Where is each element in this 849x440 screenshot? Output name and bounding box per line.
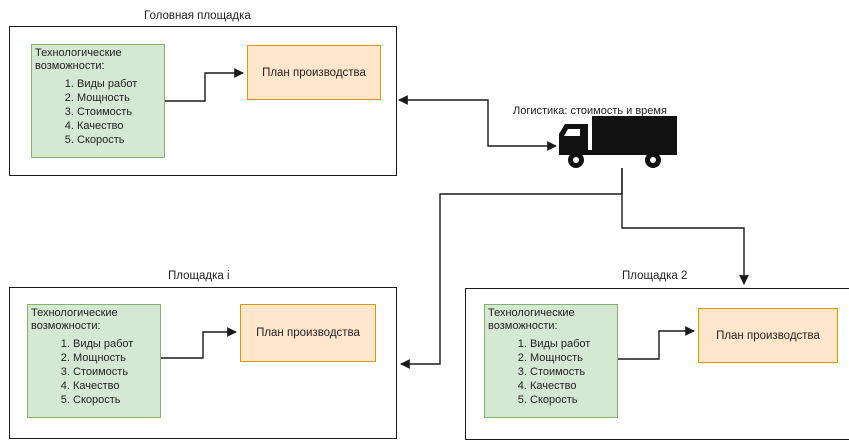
capability-item: Скорость — [77, 133, 161, 147]
capability-item: Качество — [73, 379, 157, 393]
capability-item: Мощность — [77, 91, 161, 105]
head-site-logistics-arrow — [398, 95, 557, 151]
capability-item: Качество — [77, 119, 161, 133]
capability-item: Стоимость — [77, 105, 161, 119]
capability-item: Скорость — [73, 393, 157, 407]
capability-item: Качество — [530, 379, 614, 393]
head-site-capabilities-box: Технологические возможности: Виды работ … — [31, 44, 165, 158]
capability-item: Мощность — [530, 351, 614, 365]
logistics-to-site-i-arrow — [400, 168, 623, 369]
site-2-title: Площадка 2 — [622, 270, 688, 282]
site-i-capabilities-to-plan-arrow — [161, 327, 237, 359]
site-2-plan-box: План производства — [698, 308, 838, 363]
site-2-container: Технологические возможности: Виды работ … — [465, 288, 849, 440]
capabilities-title: Технологические возможности: — [35, 47, 122, 72]
capability-item: Виды работ — [73, 337, 157, 351]
capability-item: Мощность — [73, 351, 157, 365]
site-i-plan-box: План производства — [240, 304, 376, 362]
site-i-capabilities-box: Технологические возможности: Виды работ … — [27, 304, 161, 418]
capability-item: Скорость — [530, 393, 614, 407]
head-site-plan-box: План производства — [247, 45, 381, 100]
capability-item: Виды работ — [530, 337, 614, 351]
head-capabilities-to-plan-arrow — [165, 68, 244, 102]
truck-icon — [559, 116, 677, 168]
site-2-capabilities-to-plan-arrow — [618, 326, 695, 360]
head-site-title: Головная площадка — [144, 10, 251, 22]
capability-item: Стоимость — [530, 365, 614, 379]
capability-item: Виды работ — [77, 77, 161, 91]
logistics-to-site-2-arrow — [621, 168, 749, 285]
site-i-container: Технологические возможности: Виды работ … — [9, 287, 397, 439]
site-i-title: Площадка i — [168, 270, 230, 282]
site-2-capabilities-box: Технологические возможности: Виды работ … — [484, 304, 618, 418]
capability-item: Стоимость — [73, 365, 157, 379]
capabilities-title: Технологические возможности: — [31, 307, 118, 332]
capabilities-title: Технологические возможности: — [488, 307, 575, 332]
